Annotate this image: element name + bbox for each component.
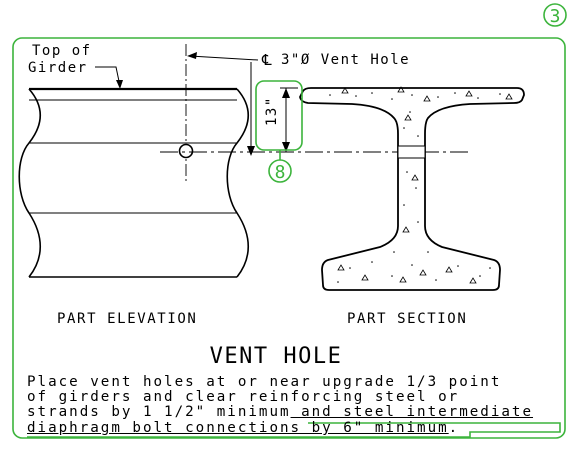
vent-hole-circle <box>178 143 194 159</box>
elevation-left-break-line <box>18 88 41 278</box>
sheet-callout-number: 3 <box>550 6 561 27</box>
sheet-border <box>12 37 566 439</box>
note-line-4: diaphragm bolt connections by 6" minimum… <box>27 420 459 436</box>
part-section-label: PART SECTION <box>347 311 467 327</box>
section-extension-arrowhead <box>247 146 255 156</box>
note-line-4-part-b: . <box>448 420 460 436</box>
note-highlight-underline <box>27 422 561 438</box>
concrete-hatch <box>329 92 501 283</box>
detail-title: VENT HOLE <box>210 344 343 369</box>
dimension-highlight-box <box>255 80 303 151</box>
note-line-3: strands by 1 1/2" minimum and steel inte… <box>27 404 533 420</box>
note-line-3-part-a: strands by 1 1/2" minimum <box>27 404 291 420</box>
part-elevation-drawing <box>18 44 249 278</box>
top-of-girder-label-line2: Girder <box>28 60 88 76</box>
note-line-2: of girders and clear reinforcing steel o… <box>27 389 460 405</box>
sheet-callout-circle <box>543 3 567 27</box>
dimension-arrow-bottom <box>282 142 290 152</box>
vent-hole-callout-arrowhead <box>187 52 197 59</box>
reference-bubble-number: 8 <box>275 162 286 183</box>
note-line-1: Place vent holes at or near upgrade 1/3 … <box>27 374 502 390</box>
dimension-arrow-top <box>282 88 290 98</box>
part-section-drawing <box>299 86 525 291</box>
top-of-girder-leader <box>95 66 121 87</box>
section-vent-hole-sleeve <box>397 145 426 159</box>
girder-cross-section <box>299 87 525 291</box>
reference-bubble <box>268 159 292 183</box>
dimension-label: 13" <box>264 96 280 126</box>
top-of-girder-label-line1: Top of <box>32 43 92 59</box>
top-of-girder-arrowhead <box>116 80 123 89</box>
note-line-3-part-b: and steel intermediate <box>290 404 534 420</box>
part-elevation-label: PART ELEVATION <box>57 311 197 327</box>
vent-hole-callout-label: 3"Ø Vent Hole <box>281 52 410 68</box>
note-line-4-part-a: diaphragm bolt connections by 6" minimum <box>27 420 449 436</box>
centerline-symbol: ℄ <box>261 51 272 69</box>
concrete-aggregate <box>337 86 513 284</box>
elevation-right-break-line <box>226 88 249 278</box>
vent-hole-callout-leader <box>189 55 259 61</box>
